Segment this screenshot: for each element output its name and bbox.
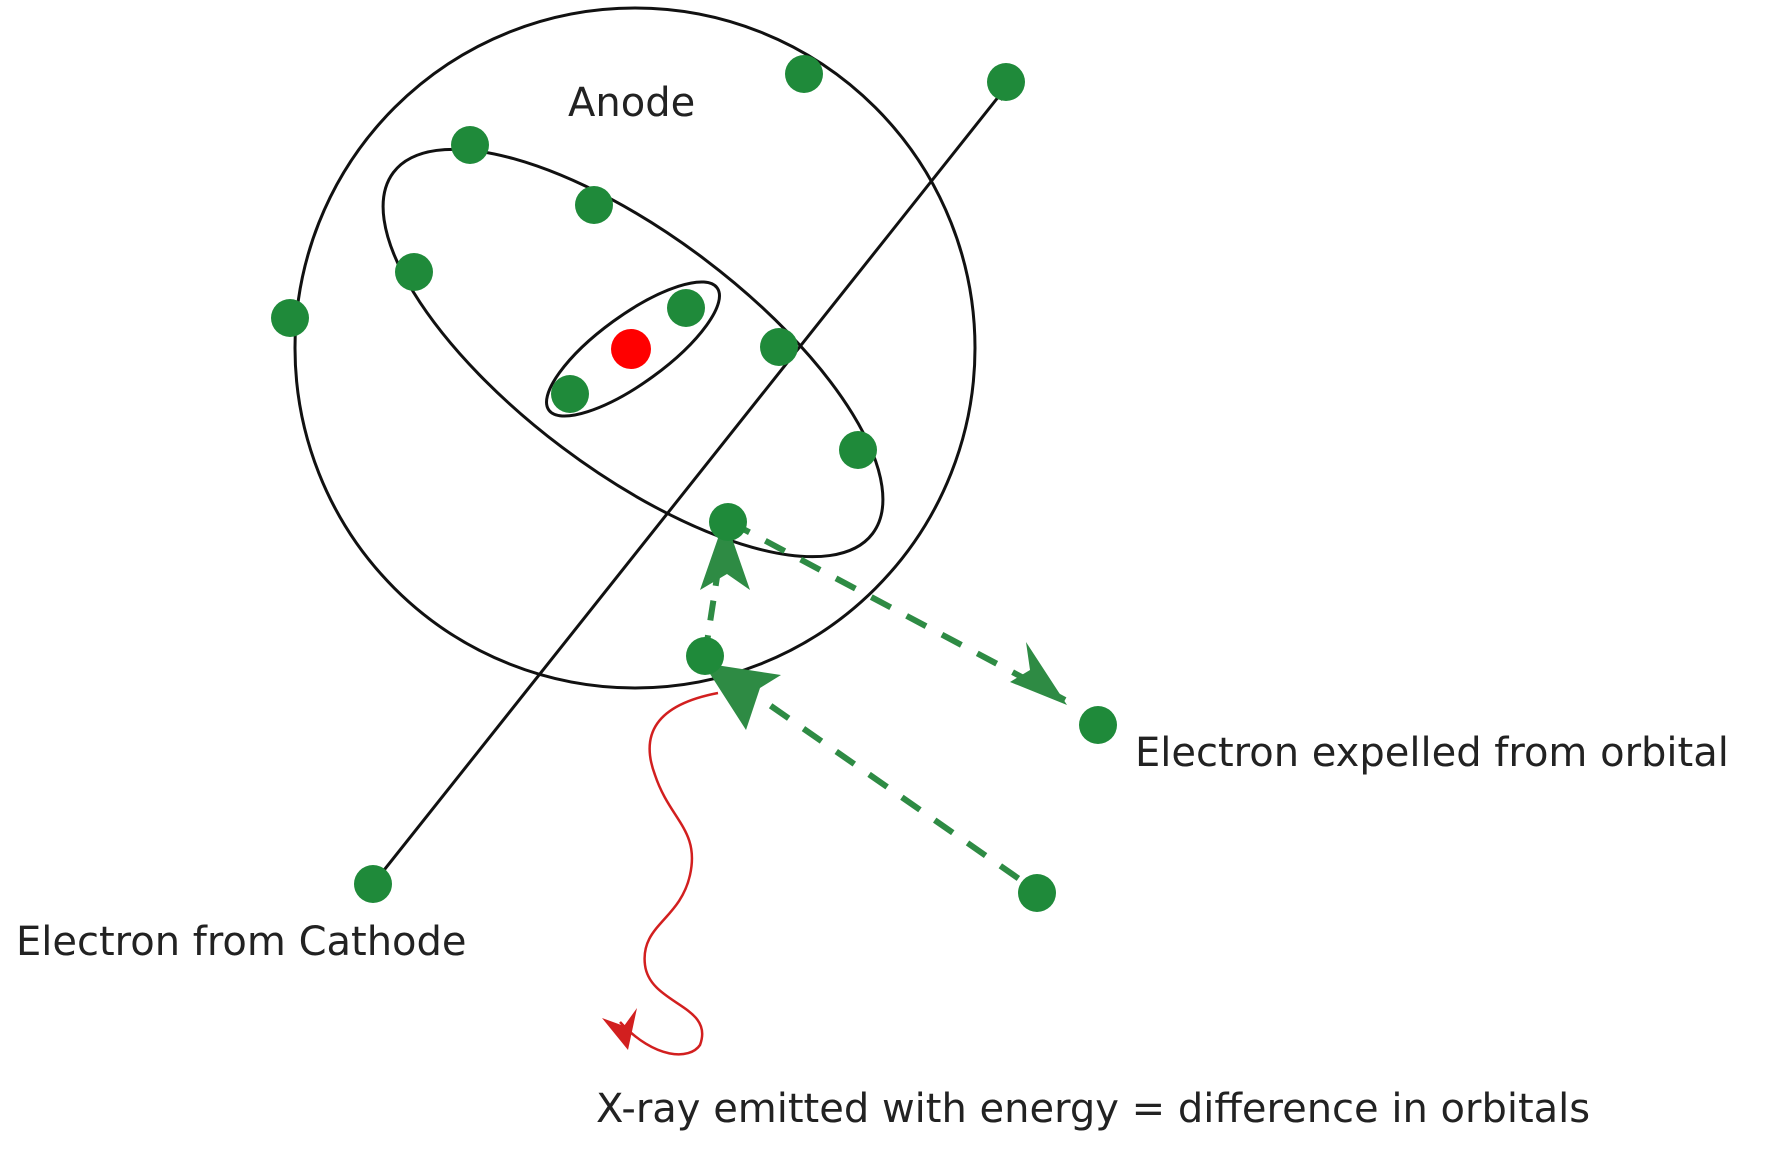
nucleus [611,329,651,369]
electron-dot [271,299,309,337]
outer-orbit [293,6,977,690]
expelled-electron-path [728,519,1067,703]
outgoing-arrowhead [703,663,781,730]
electron-dot [395,253,433,291]
middle-orbit [381,147,885,559]
electron-dot [354,865,392,903]
electron-dot [1018,874,1056,912]
transition-arrowhead-up [700,518,750,590]
electron-from-cathode-label: Electron from Cathode [16,919,467,965]
electron-dot [1079,706,1117,744]
electron-dot [760,328,798,366]
xray-wave [619,691,719,1056]
electrons [271,55,1117,912]
expelled-arrowhead [1010,642,1067,705]
electron-dot [667,289,705,327]
xray-emitted-label: X-ray emitted with energy = difference i… [596,1086,1590,1132]
incoming-electron-path [371,90,1005,885]
electron-expelled-label: Electron expelled from orbital [1135,730,1729,776]
electron-dot [686,637,724,675]
electron-dot [839,431,877,469]
inner-orbit [545,280,721,418]
outgoing-electron-path [703,657,1037,893]
electron-dot [785,55,823,93]
anode-label: Anode [568,80,695,126]
electron-dot [451,126,489,164]
electron-dot [551,375,589,413]
electron-dot [709,503,747,541]
electron-dot [987,63,1025,101]
xray-arrowhead [602,1008,637,1050]
electron-dot [575,186,613,224]
